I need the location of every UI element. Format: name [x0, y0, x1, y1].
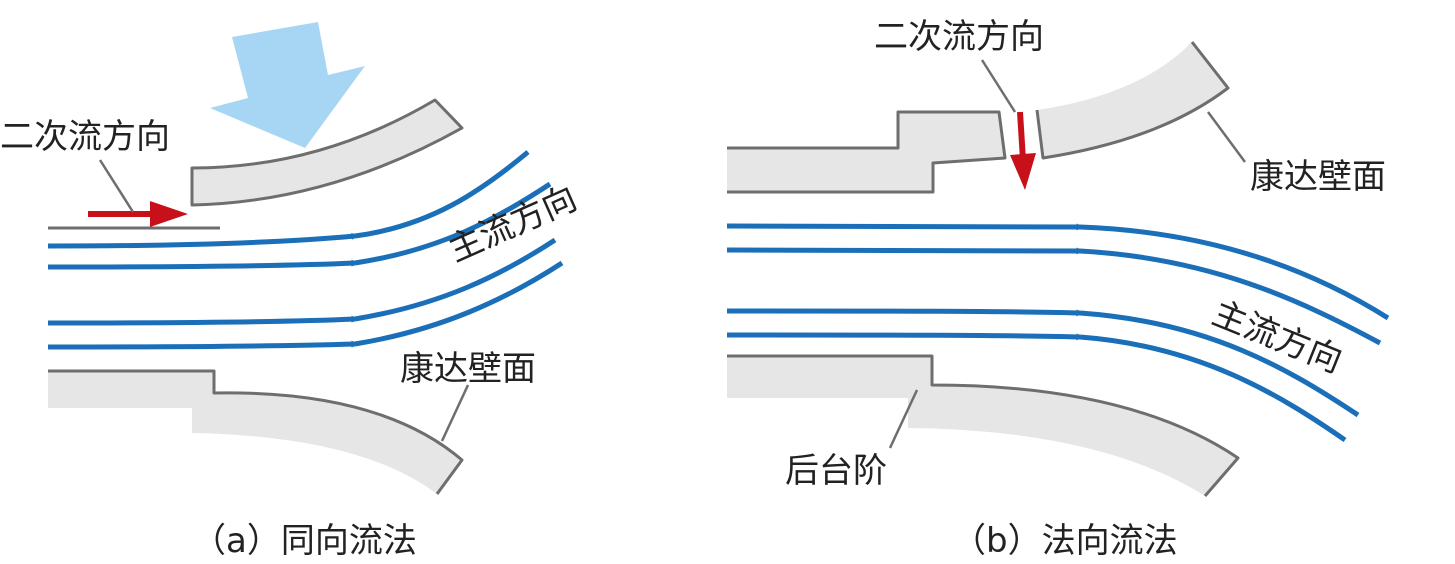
secondary-flow-label-a: 二次流方向 [0, 117, 170, 157]
streamline-a2-tail [354, 181, 552, 266]
step-leader-b [888, 389, 919, 449]
wall-label-b: 康达壁面 [1250, 157, 1386, 197]
coanda-wall-b-edge [1035, 41, 1230, 160]
streamline-a1 [47, 232, 359, 249]
secondary-leader [98, 159, 135, 213]
wall-label-a: 康达壁面 [400, 349, 536, 389]
caption-a: （a）同向流法 [192, 521, 417, 561]
coanda-wall-a-edge [48, 369, 464, 495]
wall-leader-b [1206, 111, 1247, 163]
main-flow-label-a: 主流方向 [442, 178, 583, 270]
panel-a: 二次流方向 主流方向 康达壁面 （a）同向流法 [0, 22, 583, 561]
streamline-b3-tail [1079, 310, 1360, 418]
streamline-a4-tail [354, 260, 564, 347]
streamline-b1-tail [1079, 224, 1390, 321]
caption-b: （b）法向流法 [952, 521, 1178, 561]
main-streamlines-b [726, 223, 1390, 443]
impinging-flow-arrow [210, 22, 365, 148]
streamline-a3-tail [354, 237, 557, 322]
streamline-b4-tail [1079, 334, 1347, 443]
streamline-a3 [47, 315, 359, 326]
streamline-b2 [726, 247, 1084, 255]
secondary-flow-arrow [88, 201, 188, 227]
coanda-wall-b [1037, 42, 1228, 158]
streamline-b3 [726, 308, 1084, 317]
lower-step-wall [727, 356, 1238, 496]
streamline-b2-tail [1079, 248, 1382, 346]
secondary-flow-arrow-b [1010, 111, 1036, 190]
wall-leader-a [440, 384, 470, 442]
panel-b: 二次流方向 康达壁面 主流方向 后台阶 （b）法向流法 [726, 17, 1390, 561]
coanda-wall-a [48, 371, 462, 494]
secondary-leader-b [980, 59, 1017, 113]
secondary-flow-label-b: 二次流方向 [874, 17, 1044, 57]
upper-step-wall [727, 112, 1005, 192]
streamline-b1 [726, 223, 1084, 231]
streamline-a1-tail [354, 150, 530, 239]
main-streamlines-a [47, 150, 564, 350]
streamline-a4 [47, 340, 359, 350]
streamline-b4 [726, 332, 1084, 341]
lower-step-wall-edge [727, 354, 1240, 497]
upper-wall [190, 98, 464, 207]
upper-step-wall-edge [727, 110, 1007, 194]
step-label-b: 后台阶 [785, 451, 887, 491]
streamline-a2 [47, 259, 359, 270]
